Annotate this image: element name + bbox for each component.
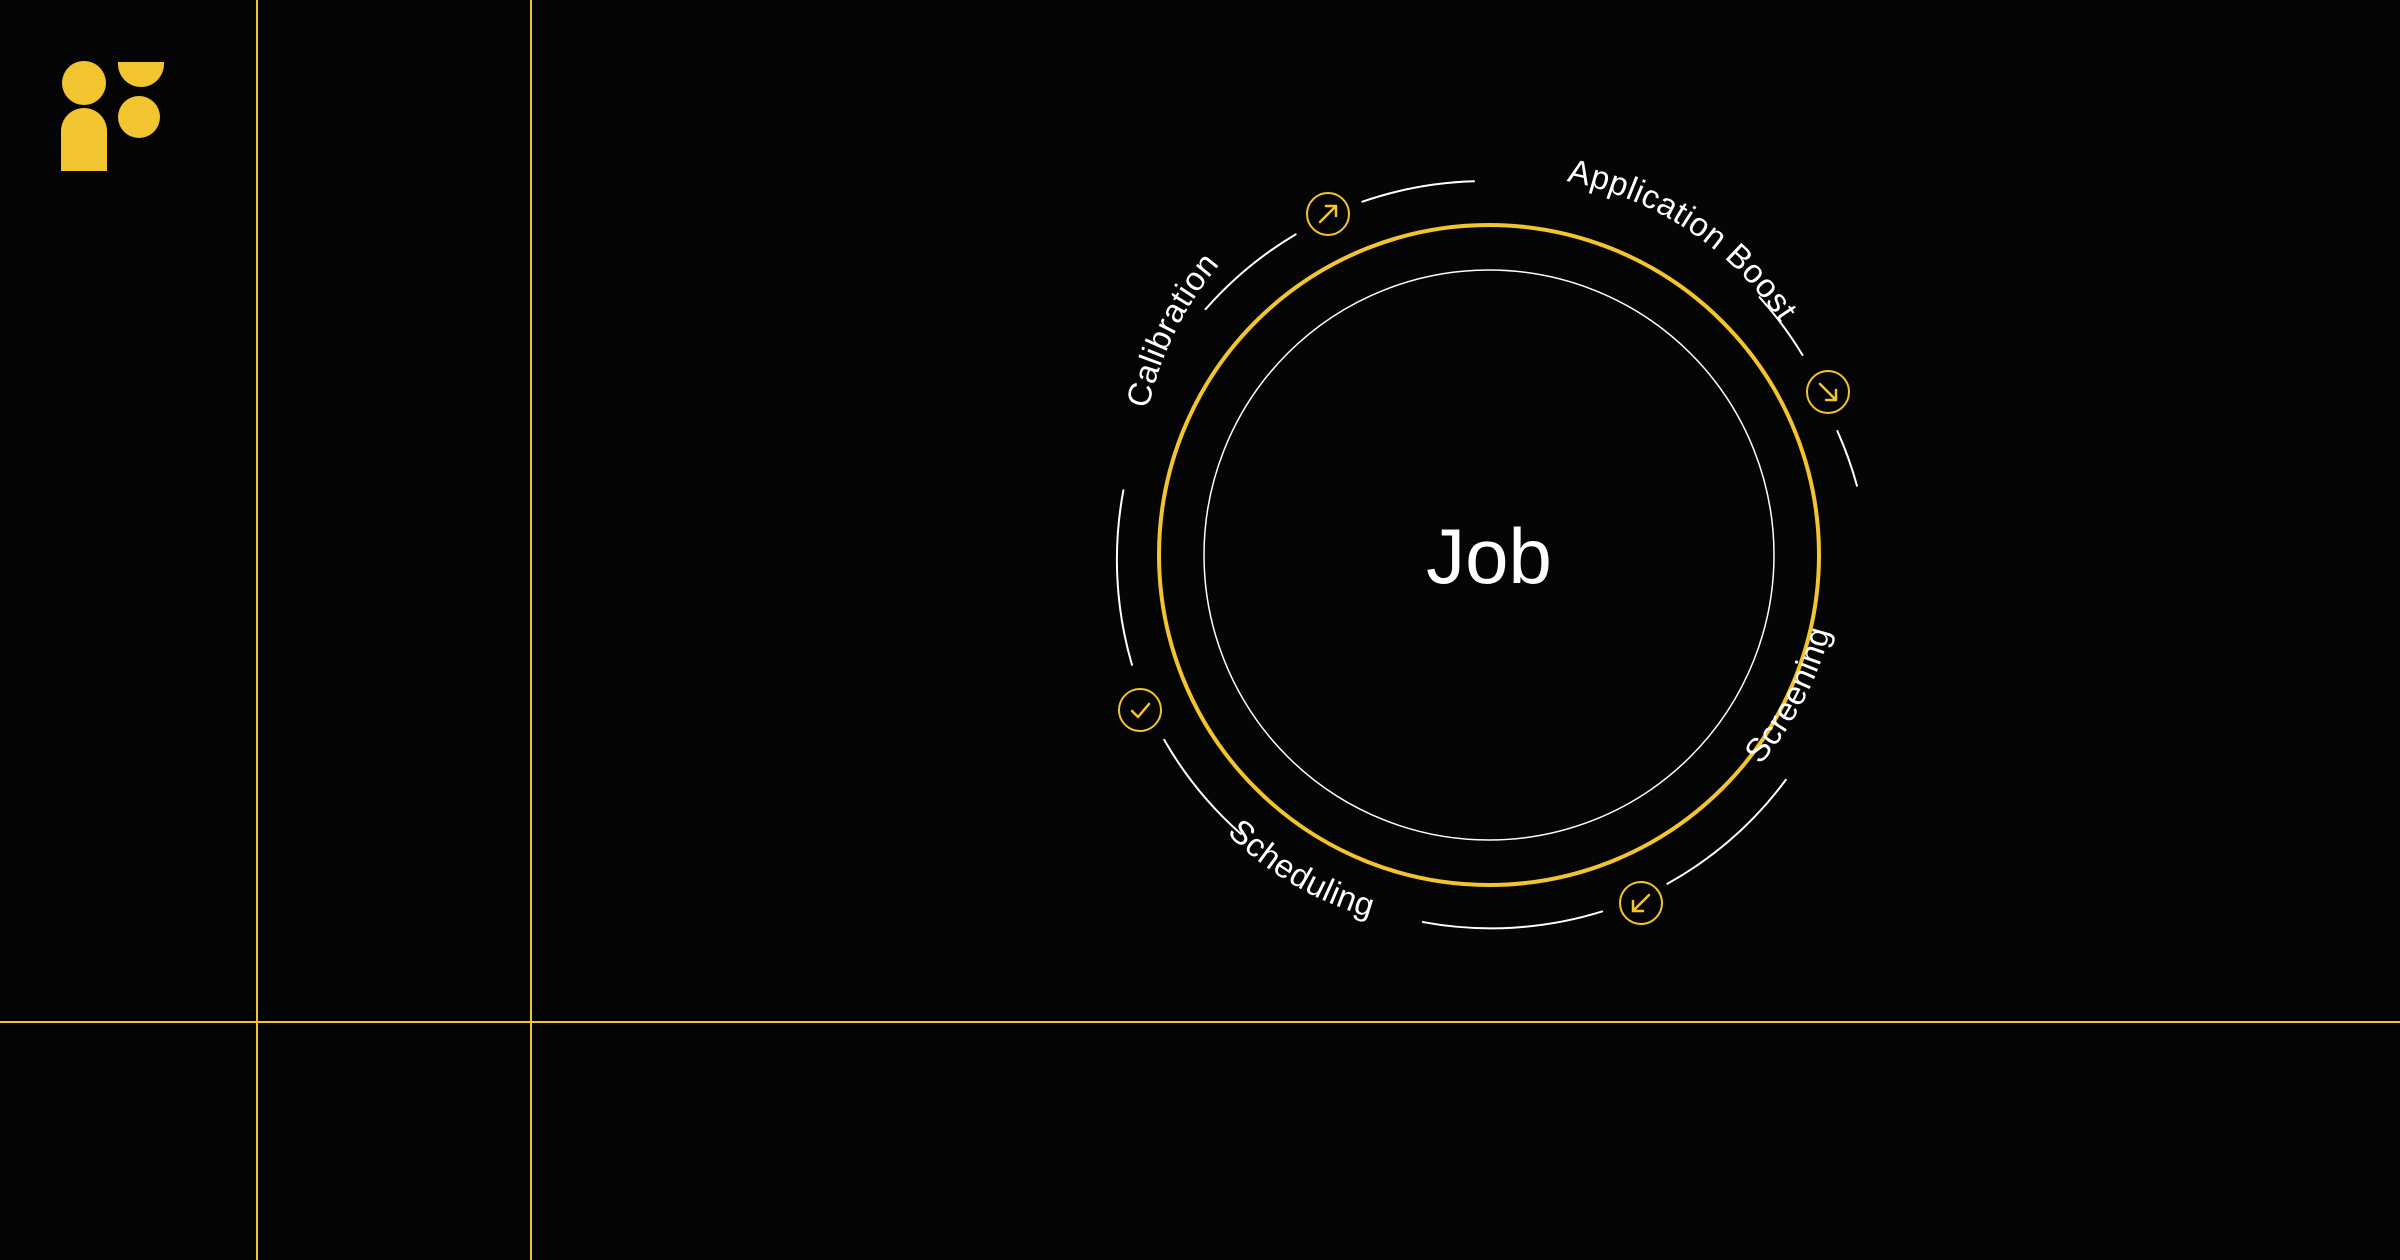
arrow-down-left-icon: [1619, 881, 1663, 925]
arrow-down-right-icon: [1806, 370, 1850, 414]
logo-icon: [61, 61, 164, 171]
center-label: Job: [1426, 512, 1552, 600]
arrow-up-right-icon: [1306, 192, 1350, 236]
outer-track: [1115, 180, 1858, 930]
progress-ring: [1157, 223, 1821, 887]
inner-ring: [1203, 269, 1775, 841]
check-icon: [1118, 688, 1162, 732]
